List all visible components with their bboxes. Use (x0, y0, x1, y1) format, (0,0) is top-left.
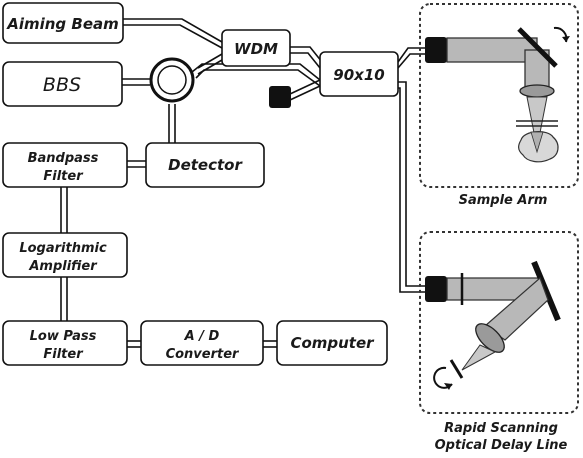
delay-lens (475, 323, 505, 353)
bbs-box (2, 61, 123, 107)
detector-box (145, 142, 265, 188)
computer-box (276, 320, 388, 366)
focus-cone (526, 96, 548, 149)
lowpass-label-line2: Filter (43, 347, 84, 362)
diffraction-grating (531, 260, 561, 322)
sample-arm-label: Sample Arm (459, 193, 548, 208)
optical-circulator (149, 57, 195, 103)
fiber-terminator (269, 86, 291, 108)
delay-collimator (425, 276, 447, 302)
wdm-box (221, 29, 291, 67)
detector-label: Detector (168, 156, 243, 174)
sample-arm-border (419, 3, 579, 188)
log-amplifier-box (2, 232, 128, 278)
objective-lens (519, 84, 555, 98)
delay-line-border (419, 231, 579, 414)
adc-label-line1: A / D (184, 329, 220, 344)
bandpass-label-line2: Filter (43, 169, 84, 184)
computer-label: Computer (290, 334, 375, 352)
scanning-mirror (517, 27, 558, 68)
lowpass-filter-box (2, 320, 128, 366)
wdm-label: WDM (234, 40, 278, 58)
aiming-beam-box (2, 2, 124, 44)
delay-line-label-line1: Rapid Scanning (444, 421, 558, 436)
coupler-label: 90x10 (333, 66, 384, 84)
delay-line-label-line2: Optical Delay Line (435, 438, 568, 453)
sample-beam (446, 37, 538, 63)
bbs-label: BBS (43, 74, 81, 96)
adc-box (140, 320, 264, 366)
bandpass-filter-box (2, 142, 128, 188)
sample-collimator (425, 37, 447, 63)
adc-label-line2: Converter (166, 347, 240, 362)
electrical-connections (60, 160, 277, 348)
bandpass-label-line1: Bandpass (28, 151, 99, 166)
log-amp-label-line2: Amplifier (28, 259, 98, 274)
coupler-box (319, 51, 399, 97)
lowpass-label-line1: Low Pass (30, 329, 97, 344)
delay-line-panel: Rapid Scanning Optical Delay Line (419, 231, 579, 453)
sample-arm-panel: Sample Arm (419, 3, 579, 208)
log-amp-label-line1: Logarithmic (19, 241, 107, 256)
aiming-beam-label: Aiming Beam (6, 15, 119, 33)
galvo-mirror (449, 359, 464, 379)
